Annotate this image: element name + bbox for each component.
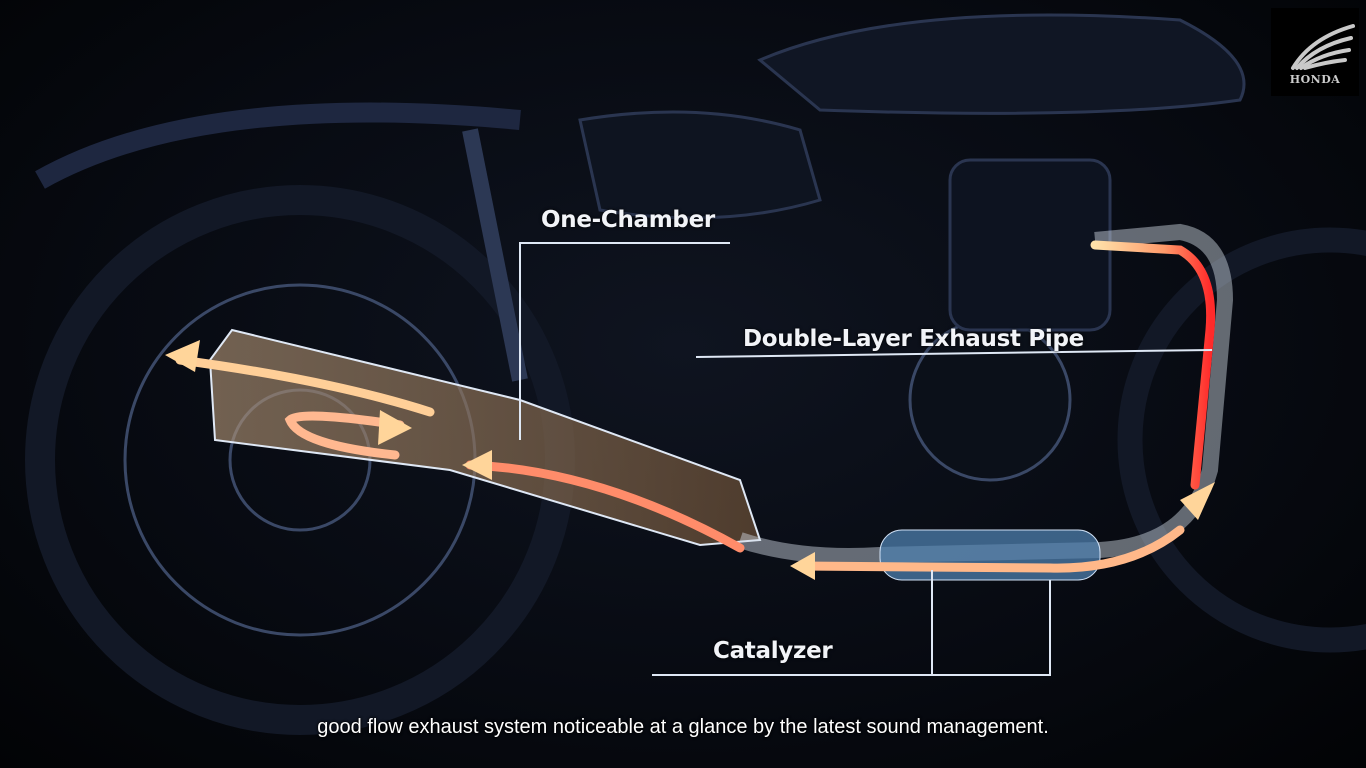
flow-arrowheads xyxy=(165,340,1215,580)
bike-outline xyxy=(25,13,1366,735)
catalyzer-body xyxy=(879,529,1101,581)
leader-lines xyxy=(519,242,1213,676)
video-subtitle: good flow exhaust system noticeable at a… xyxy=(317,716,1049,738)
wing-icon xyxy=(1291,24,1355,70)
exhaust-pipe xyxy=(737,223,1234,564)
label-one-chamber: One-Chamber xyxy=(541,207,715,233)
honda-logo: HONDA xyxy=(1271,8,1359,96)
label-catalyzer: Catalyzer xyxy=(713,638,833,664)
label-double-layer-exhaust-pipe: Double-Layer Exhaust Pipe xyxy=(743,326,1084,352)
logo-text: HONDA xyxy=(1289,73,1341,86)
exhaust-flow xyxy=(175,240,1216,573)
